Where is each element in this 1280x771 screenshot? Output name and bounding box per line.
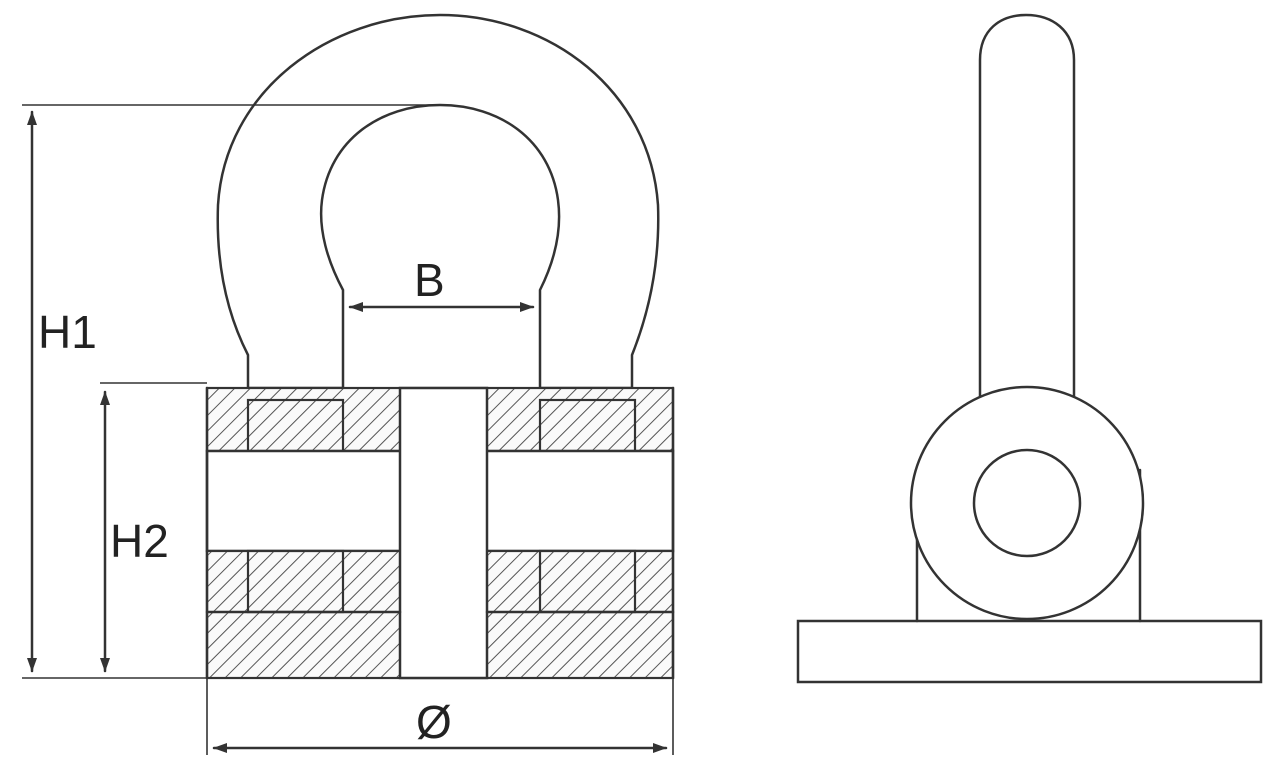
dimension-label-diameter: Ø [416,696,452,748]
side-view-pin-boss [972,448,1082,558]
shackle-leg-right [538,398,637,453]
dimension-label-h2: H2 [110,515,169,567]
dimension-lines [22,104,674,755]
shackle-bow [216,13,660,390]
dimension-label-b: B [414,254,445,306]
dimension-label-h1: H1 [38,306,97,358]
front-section-view [205,13,675,680]
center-bore [398,386,489,680]
side-view [796,13,1263,684]
bearing-pocket-left [246,549,345,614]
side-view-base-plate [796,619,1263,684]
side-view-rod [978,13,1076,402]
bearing-pocket-right [538,549,637,614]
shackle-leg-left [246,398,345,453]
